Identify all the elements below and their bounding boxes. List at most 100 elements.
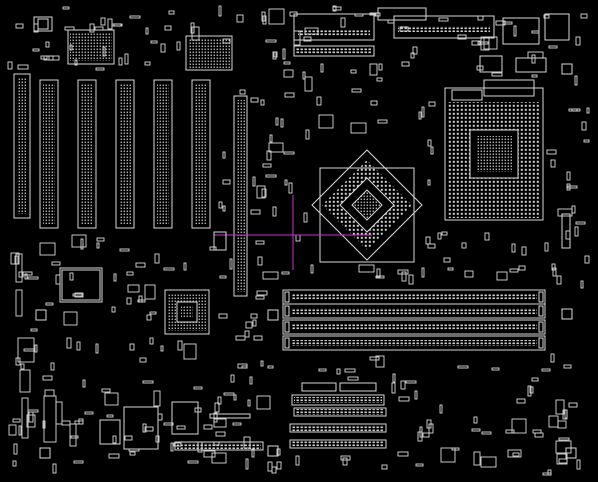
smd-part	[375, 355, 385, 368]
smd-part	[276, 448, 281, 456]
smd-part	[24, 273, 28, 280]
smd-part	[310, 264, 314, 274]
smd-part	[203, 450, 216, 458]
smd-part	[543, 14, 550, 19]
crosshair-cursor-icon	[213, 195, 372, 270]
smd-part	[558, 437, 570, 441]
smd-part	[496, 271, 508, 281]
smd-part	[218, 313, 228, 319]
slot-pins	[195, 84, 207, 224]
smd-part	[28, 411, 34, 423]
smd-part	[157, 413, 163, 421]
expansion-slot	[115, 79, 135, 229]
smd-part	[108, 453, 120, 459]
smd-part	[527, 51, 544, 59]
smd-part	[550, 353, 555, 363]
smd-part	[583, 139, 590, 143]
edge-connector	[19, 369, 31, 393]
smd-part	[74, 59, 78, 66]
smd-part	[532, 429, 542, 434]
smd-part	[252, 176, 256, 187]
smd-part	[419, 426, 423, 438]
smd-part	[128, 448, 140, 452]
smd-part	[399, 26, 409, 32]
smd-part	[50, 362, 55, 371]
smd-part	[584, 255, 590, 264]
smd-part	[247, 399, 251, 407]
smd-part	[268, 8, 285, 25]
smd-part	[401, 271, 407, 282]
dimm-latch	[538, 337, 544, 349]
smd-part	[571, 205, 576, 214]
smd-part	[439, 404, 443, 414]
smd-part	[521, 246, 527, 256]
smd-part	[76, 341, 81, 351]
smd-part	[564, 409, 568, 419]
smd-part	[100, 17, 106, 26]
smd-part	[211, 452, 227, 464]
smd-part	[267, 365, 274, 369]
smd-part	[10, 252, 20, 265]
smd-part	[401, 61, 410, 67]
smd-part	[305, 129, 310, 140]
smd-part	[295, 455, 300, 466]
smd-part	[412, 46, 418, 55]
smd-part	[397, 269, 409, 275]
smd-part	[20, 363, 25, 370]
smd-part	[529, 386, 534, 394]
smd-part	[218, 201, 223, 209]
smd-part	[422, 432, 430, 438]
smd-part	[440, 447, 456, 463]
smd-part	[217, 396, 222, 405]
smd-part	[347, 376, 359, 381]
smd-part	[222, 179, 231, 185]
smd-part	[129, 343, 135, 351]
smd-part	[52, 463, 57, 474]
dimm-slot	[282, 319, 546, 335]
smd-part	[400, 380, 406, 390]
smd-part	[112, 435, 117, 444]
smd-part	[213, 412, 218, 423]
smd-part	[230, 374, 235, 383]
smd-part	[256, 185, 266, 199]
smd-part	[303, 36, 312, 42]
smd-part	[33, 23, 39, 33]
smd-part	[209, 246, 217, 251]
smd-part	[421, 267, 425, 278]
smd-part	[531, 54, 536, 64]
smd-part	[146, 314, 152, 321]
smd-part	[144, 284, 156, 300]
smd-part	[397, 451, 409, 457]
smd-part	[266, 150, 272, 161]
smd-part	[64, 26, 75, 31]
smd-part	[477, 15, 484, 21]
smd-part	[118, 57, 123, 66]
smd-part	[257, 256, 263, 266]
slot-pins	[81, 84, 93, 224]
smd-part	[144, 426, 154, 432]
smd-part	[477, 41, 489, 45]
smd-part	[129, 15, 141, 19]
smd-part	[581, 121, 587, 131]
smd-part	[369, 356, 380, 361]
smd-part	[113, 23, 122, 27]
smd-part	[531, 377, 539, 382]
smd-part	[7, 61, 13, 70]
smd-part	[551, 263, 556, 271]
smd-part	[282, 48, 286, 60]
smd-part	[183, 343, 197, 360]
smd-part	[480, 36, 490, 51]
smd-part	[552, 267, 557, 277]
smd-part	[293, 30, 301, 46]
smd-part	[369, 12, 377, 16]
smd-part	[66, 337, 72, 349]
dimm-slot	[282, 303, 546, 319]
smd-part	[215, 431, 226, 437]
smd-part	[351, 88, 362, 93]
smd-part	[256, 290, 268, 296]
smd-part	[139, 357, 147, 363]
smd-part	[415, 463, 424, 467]
smd-part	[427, 139, 432, 147]
smd-part	[255, 295, 265, 300]
